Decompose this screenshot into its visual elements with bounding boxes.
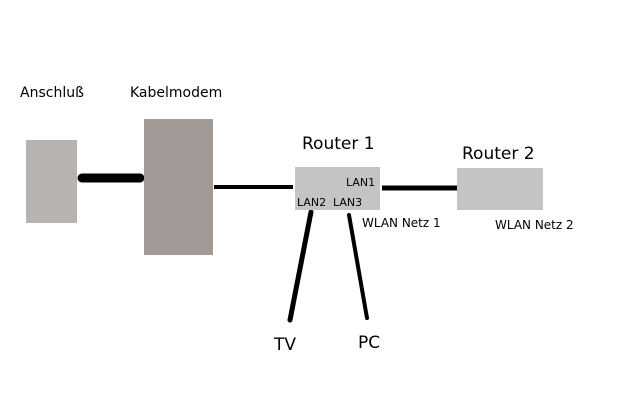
- kabelmodem-box: [144, 119, 213, 255]
- lan2-port-label: LAN2: [297, 196, 327, 209]
- anschluss-box: [26, 140, 77, 223]
- anschluss-label: Anschluß: [20, 85, 84, 101]
- kabelmodem-label: Kabelmodem: [130, 85, 223, 101]
- router2-label: Router 2: [462, 144, 535, 164]
- router2-box: [457, 168, 543, 210]
- cable-lan3-pc: [347, 213, 369, 320]
- pc-label: PC: [358, 333, 381, 353]
- lan3-port-label: LAN3: [333, 196, 363, 209]
- lan1-port-label: LAN1: [346, 176, 376, 189]
- router1-box: [295, 167, 380, 210]
- router1-label: Router 1: [302, 134, 375, 154]
- wlan2-label: WLAN Netz 2: [495, 218, 574, 232]
- tv-label: TV: [274, 335, 297, 355]
- wlan1-label: WLAN Netz 1: [362, 216, 441, 230]
- cable-lan2-tv: [287, 209, 314, 323]
